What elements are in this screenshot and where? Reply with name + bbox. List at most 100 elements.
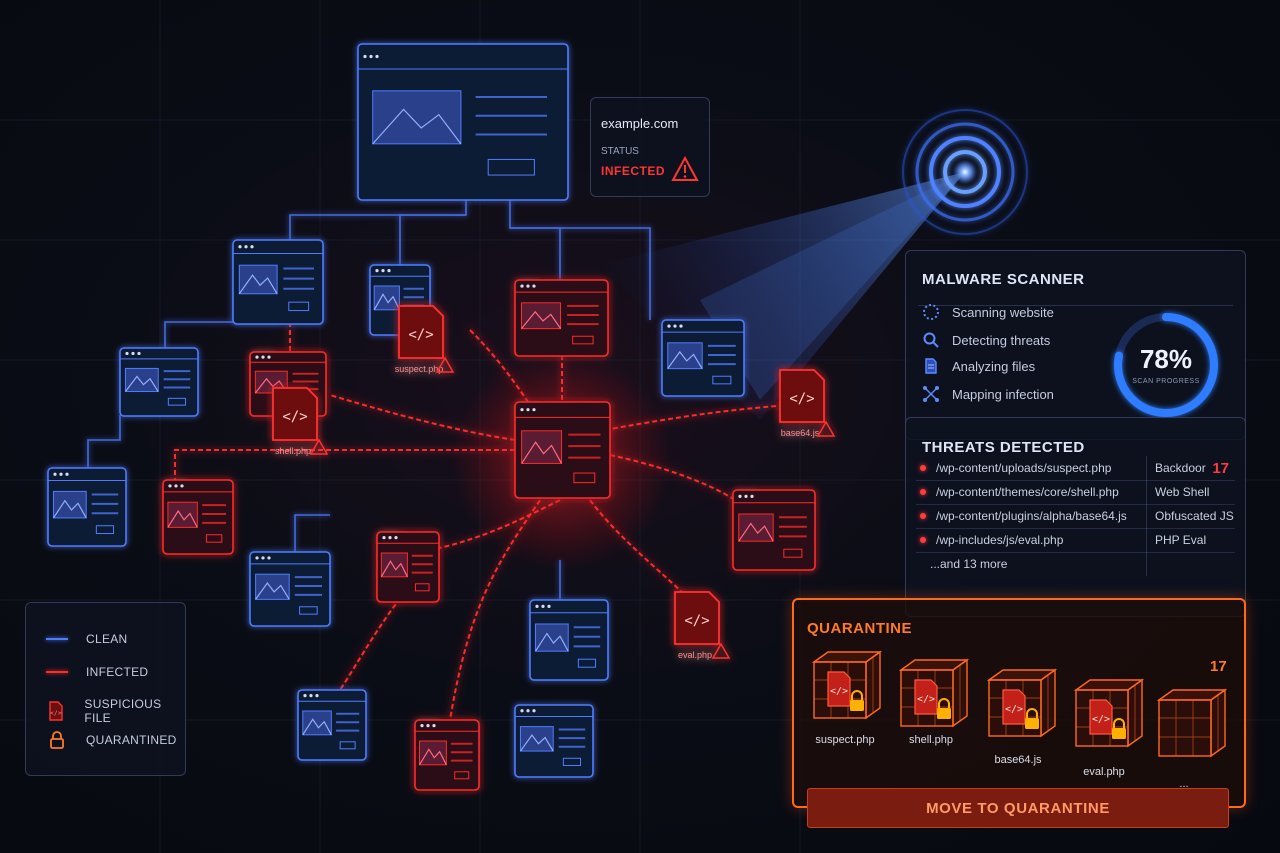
scan-step-label: Analyzing files bbox=[952, 358, 1036, 374]
legend-label: QUARANTINED bbox=[86, 733, 177, 747]
suspicious-file-icon[interactable]: </> eval.php bbox=[674, 591, 731, 660]
quarantine-file-cube[interactable]: </> bbox=[1070, 676, 1145, 748]
svg-text:</>: </> bbox=[1092, 714, 1110, 725]
code-icon: </> bbox=[282, 409, 307, 425]
scan-step-analyzing: Analyzing files bbox=[922, 355, 1035, 377]
code-file-icon: </> bbox=[1002, 689, 1026, 725]
quarantine-title: QUARANTINE bbox=[807, 620, 912, 637]
scan-step-label: Scanning website bbox=[952, 304, 1054, 320]
hub-page-node[interactable] bbox=[514, 401, 611, 499]
scan-step-label: Detecting threats bbox=[952, 332, 1051, 348]
legend-label: CLEAN bbox=[86, 632, 128, 646]
scan-step-mapping: Mapping infection bbox=[922, 383, 1054, 405]
threat-type bbox=[1146, 552, 1235, 576]
status-value: INFECTED bbox=[601, 164, 665, 178]
page-node[interactable] bbox=[661, 319, 745, 397]
scan-progress-value: 78% bbox=[1139, 344, 1193, 374]
quarantine-count: 17 bbox=[1210, 658, 1227, 675]
lock-icon bbox=[850, 690, 864, 711]
quarantine-empty-cube[interactable] bbox=[1153, 686, 1228, 758]
file-tag-label: suspect.php bbox=[395, 364, 444, 374]
image-icon bbox=[418, 740, 447, 766]
svg-text:</>: </> bbox=[1005, 704, 1023, 715]
scan-step-label: Mapping infection bbox=[952, 386, 1054, 402]
legend-panel: CLEAN INFECTED </> SUSPICIOUS FILE QUARA… bbox=[25, 602, 186, 776]
threat-row[interactable]: /wp-content/uploads/suspect.php Backdoor bbox=[916, 456, 1235, 481]
lock-icon bbox=[1025, 708, 1039, 729]
status-label: STATUS bbox=[601, 146, 639, 157]
threat-row[interactable]: /wp-content/plugins/alpha/base64.js Obfu… bbox=[916, 504, 1235, 529]
svg-text:</>: </> bbox=[50, 710, 62, 717]
legend-suspicious: </> SUSPICIOUS FILE bbox=[44, 697, 185, 725]
suspicious-file-icon: </> bbox=[44, 701, 68, 721]
file-tag-label: shell.php bbox=[275, 446, 311, 456]
image-icon bbox=[738, 513, 774, 542]
threat-more-row[interactable]: ...and 13 more bbox=[916, 552, 1235, 576]
image-icon bbox=[534, 623, 569, 652]
suspicious-file-icon[interactable]: </> suspect.php bbox=[395, 305, 455, 374]
image-icon bbox=[667, 342, 703, 370]
scanner-beam bbox=[600, 172, 965, 420]
page-node[interactable] bbox=[162, 479, 234, 555]
code-icon: </> bbox=[684, 613, 709, 629]
legend-label: SUSPICIOUS FILE bbox=[84, 697, 162, 725]
threat-dot bbox=[920, 489, 926, 495]
image-icon bbox=[167, 501, 198, 528]
threats-detected-panel: THREATS DETECTED 17 /wp-content/uploads/… bbox=[905, 417, 1246, 617]
lock-icon bbox=[1112, 718, 1126, 739]
page-node[interactable] bbox=[119, 347, 199, 417]
image-icon bbox=[373, 285, 400, 311]
threat-type: Backdoor bbox=[1146, 456, 1235, 480]
scan-step-detecting: Detecting threats bbox=[922, 329, 1050, 351]
file-nodes: </>suspect.php</>shell.php</>base64.js</… bbox=[272, 305, 836, 660]
infected-connections bbox=[174, 322, 791, 721]
move-to-quarantine-button[interactable]: MOVE TO QUARANTINE bbox=[807, 788, 1229, 828]
quarantine-file-cube[interactable]: </> bbox=[983, 666, 1058, 738]
page-node[interactable] bbox=[414, 719, 480, 791]
warning-icon bbox=[671, 156, 699, 181]
scan-step-scanning: Scanning website bbox=[922, 301, 1054, 323]
page-node[interactable] bbox=[297, 689, 367, 761]
suspicious-file-icon[interactable]: </> base64.js bbox=[779, 369, 836, 438]
page-node[interactable] bbox=[732, 489, 816, 571]
page-node[interactable] bbox=[232, 239, 324, 325]
threat-type: Web Shell bbox=[1146, 480, 1235, 504]
code-file-icon: </> bbox=[827, 671, 851, 707]
suspicious-file-icon[interactable]: </> shell.php bbox=[272, 387, 329, 456]
scanner-title: MALWARE SCANNER bbox=[922, 271, 1085, 288]
threat-path: /wp-includes/js/eval.php bbox=[936, 533, 1064, 547]
quarantine-file-cube[interactable]: </> bbox=[808, 648, 883, 720]
svg-text:</>: </> bbox=[830, 686, 848, 697]
file-tag-label: base64.js bbox=[781, 428, 820, 438]
threat-path: /wp-content/themes/core/shell.php bbox=[936, 485, 1119, 499]
page-node[interactable] bbox=[376, 531, 440, 603]
threats-count: 17 bbox=[1212, 460, 1229, 477]
loading-dots-icon bbox=[922, 303, 940, 321]
malware-scanner-panel: MALWARE SCANNER Scanning website Detecti… bbox=[905, 250, 1246, 440]
legend-label: INFECTED bbox=[86, 665, 149, 679]
file-tag-label: eval.php bbox=[678, 650, 712, 660]
page-node[interactable] bbox=[249, 551, 331, 627]
svg-text:</>: </> bbox=[917, 694, 935, 705]
quarantine-file-cube[interactable]: </> bbox=[895, 656, 970, 728]
page-node[interactable] bbox=[529, 599, 609, 681]
quarantine-file-label: eval.php bbox=[1083, 766, 1125, 778]
main-site-window[interactable] bbox=[357, 43, 569, 201]
threat-row[interactable]: /wp-content/themes/core/shell.php Web Sh… bbox=[916, 480, 1235, 505]
threat-row[interactable]: /wp-includes/js/eval.php PHP Eval bbox=[916, 528, 1235, 553]
threat-dot bbox=[920, 513, 926, 519]
page-node[interactable] bbox=[514, 279, 609, 357]
legend-infected: INFECTED bbox=[44, 665, 148, 679]
page-node[interactable] bbox=[47, 467, 127, 547]
image-icon bbox=[521, 430, 563, 464]
image-icon bbox=[124, 367, 159, 393]
infected-line-icon bbox=[44, 671, 70, 673]
search-icon bbox=[922, 331, 940, 349]
image-icon bbox=[52, 490, 87, 519]
page-node[interactable] bbox=[514, 704, 594, 778]
code-icon: </> bbox=[408, 327, 433, 343]
warning-icon bbox=[435, 356, 455, 373]
code-icon: </> bbox=[789, 391, 814, 407]
threat-more: ...and 13 more bbox=[930, 557, 1008, 571]
